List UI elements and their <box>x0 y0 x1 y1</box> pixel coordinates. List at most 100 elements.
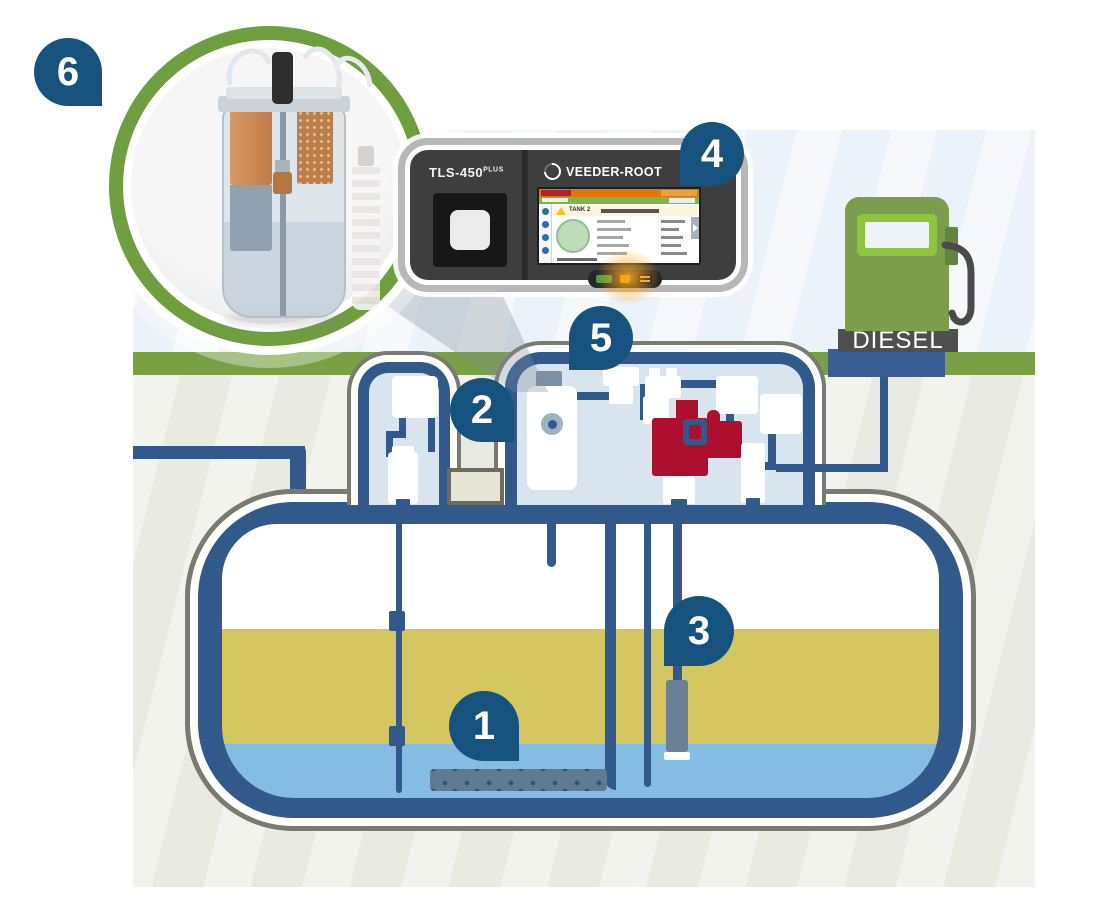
tank-gauge-circle <box>556 219 590 253</box>
screen-row-value <box>661 236 683 239</box>
relay-box-right <box>760 394 802 434</box>
screen-row-value <box>661 244 681 247</box>
inset-top-knob <box>272 52 293 104</box>
screen-row-label <box>597 236 623 239</box>
veeder-root-logo-icon <box>540 159 565 184</box>
screen-sidebar-icon <box>542 234 549 241</box>
riser-fitting-tab-right <box>666 368 677 378</box>
inset-lid <box>218 96 350 112</box>
screen-sidebar-icon <box>542 247 549 254</box>
inset-center-rod <box>280 74 286 316</box>
dispenser-product-line-horizontal <box>776 464 888 472</box>
vent-fitting-stem <box>609 386 633 404</box>
inset-side-tube <box>352 162 380 310</box>
probe-sump-pipe-c <box>386 431 393 457</box>
water-sensor-cap <box>664 752 690 760</box>
inset-copper-cylinder-left <box>230 99 272 185</box>
magnetostrictive-probe-shaft <box>396 505 402 793</box>
console-model-label: TLS-450PLUS <box>429 165 504 180</box>
callout-4[interactable]: 4 <box>680 122 744 186</box>
screen-row-value <box>661 252 687 255</box>
riser-fitting-tab-left <box>649 368 660 378</box>
tank-interior-layers <box>222 524 939 798</box>
probe-sump-pipe-d <box>428 412 435 452</box>
screen-next-arrow-icon <box>693 224 698 232</box>
supply-pipe-elbow <box>290 446 306 508</box>
dispenser-label: DIESEL <box>852 327 944 354</box>
dispenser-product-line-vertical <box>880 372 888 470</box>
submersible-turbine-pump <box>652 418 708 476</box>
dispenser-display-screen <box>865 222 929 248</box>
callout-1[interactable]: 1 <box>449 691 519 761</box>
callout-5[interactable]: 5 <box>569 306 633 370</box>
pump-manifold <box>704 421 742 458</box>
smart-sensor-cap <box>536 371 562 390</box>
inset-rod-collar <box>275 160 290 174</box>
inset-rod-float <box>273 172 292 194</box>
callout-1-number: 1 <box>472 703 496 748</box>
console-brand-text: VEEDER-ROOT <box>566 164 663 179</box>
probe-riser-base <box>396 499 410 507</box>
tank-manway-cover <box>447 468 504 505</box>
sensor-link-pipe <box>577 392 611 400</box>
console-panel-divider <box>522 150 528 280</box>
sensor-detail-inset <box>109 26 429 346</box>
pump-head-top <box>676 400 698 422</box>
pump-pipe-loop <box>683 419 707 445</box>
screen-sidebar-icon <box>542 208 549 215</box>
screen-row-label <box>597 244 629 247</box>
screen-row-value <box>661 220 685 223</box>
callout-2-number: 2 <box>470 387 494 432</box>
callout-6[interactable]: 6 <box>34 38 102 106</box>
probe-fuel-float <box>389 611 405 631</box>
smart-sensor-housing <box>527 386 577 490</box>
dispenser-base: DIESEL <box>838 327 958 354</box>
screen-status-chip <box>542 198 568 202</box>
callout-5-number: 5 <box>589 315 613 360</box>
drop-tube-stub <box>547 505 556 567</box>
callout-3[interactable]: 3 <box>664 596 734 666</box>
dispenser-island <box>828 349 945 377</box>
dispenser-hose <box>941 241 975 326</box>
screen-row-label <box>597 228 631 231</box>
right-riser-base <box>746 498 760 506</box>
supply-pipe-horizontal <box>133 446 305 459</box>
probe-riser-cylinder <box>388 452 418 504</box>
callout-2[interactable]: 2 <box>450 378 514 442</box>
amber-alert-glow <box>596 249 660 305</box>
inset-side-tube-fitting <box>358 146 374 166</box>
sump-top-pipe <box>681 380 721 388</box>
screen-sidebar-icon <box>542 221 549 228</box>
probe-sump-pipe-a <box>399 414 406 438</box>
water-sensor-pipe <box>673 505 682 682</box>
screen-status-chip <box>669 198 695 203</box>
probe-sump-pipe-b <box>386 431 406 438</box>
callout-3-number: 3 <box>687 608 711 653</box>
relay-box-top <box>716 376 758 414</box>
console-brand-row: VEEDER-ROOT <box>540 159 663 184</box>
screen-title: TANK 2 <box>569 207 591 213</box>
console-module-slot <box>433 193 507 267</box>
callout-4-number: 4 <box>700 131 724 176</box>
screen-top-bar-segment <box>661 190 697 196</box>
pump-cap <box>707 410 720 424</box>
pump-riser-base <box>671 499 687 507</box>
screen-status-bar <box>539 197 699 204</box>
riser-fitting-body <box>645 376 681 398</box>
console-model-suffix: PLUS <box>483 166 504 174</box>
screen-top-bar-segment <box>541 190 571 196</box>
screen-top-bar <box>539 189 699 197</box>
screen-footer-bar <box>557 258 597 261</box>
probe-riser-cap <box>392 446 414 454</box>
inset-slate-cylinder-left <box>230 185 272 251</box>
callout-6-number: 6 <box>56 49 80 94</box>
vent-fitting-cap <box>603 367 639 386</box>
diffuser-down-pipe <box>605 505 616 790</box>
probe-junction-box <box>392 376 438 418</box>
smart-sensor-port-dot <box>548 420 557 429</box>
right-box-drop-pipe <box>768 432 776 470</box>
screen-row-label <box>597 220 625 223</box>
screen-title-bar <box>601 209 659 213</box>
screen-row-value <box>661 228 679 231</box>
warning-triangle-icon <box>556 207 566 215</box>
